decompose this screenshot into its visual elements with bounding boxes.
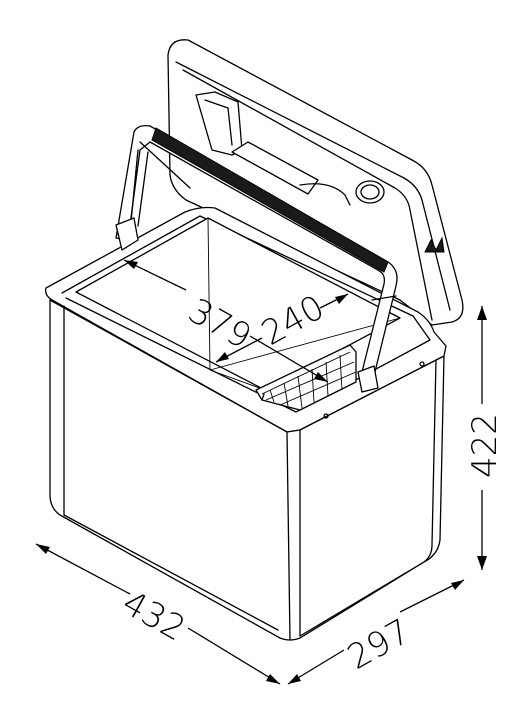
height-label: 422 xyxy=(465,413,505,478)
bin-handle xyxy=(115,124,398,393)
dimension-height: 422 xyxy=(465,306,505,570)
lid xyxy=(167,39,464,326)
brand-logo-icon xyxy=(424,236,445,253)
bin-body xyxy=(49,299,445,641)
depth-label: 297 xyxy=(341,611,417,677)
basket-insert xyxy=(255,344,357,411)
